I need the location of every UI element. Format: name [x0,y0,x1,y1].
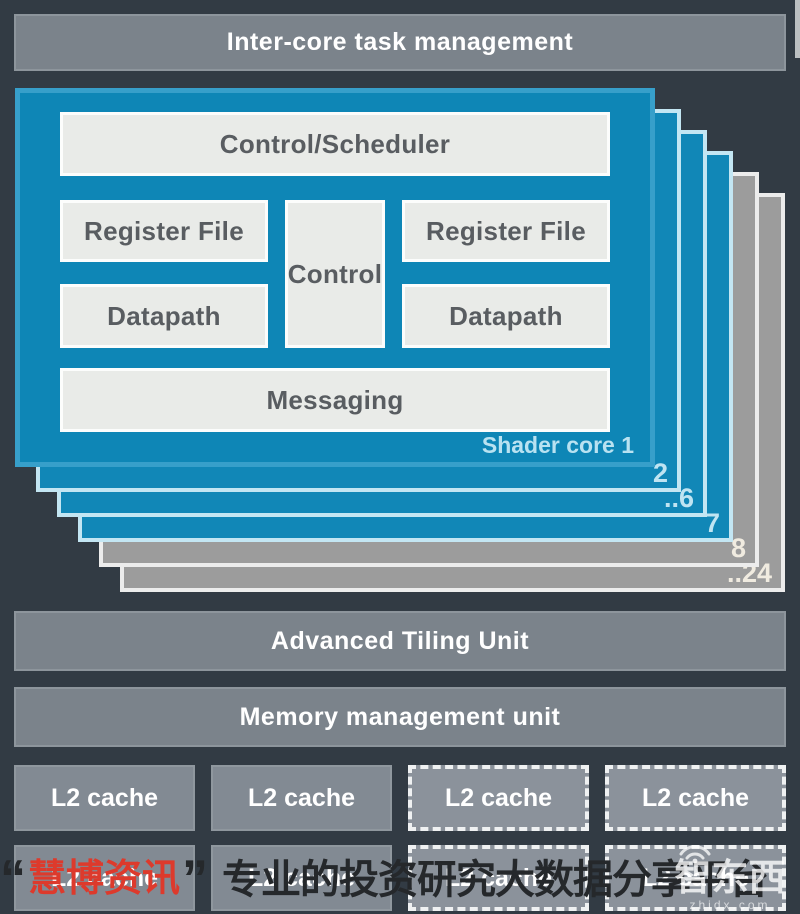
l2-cache-grid-row1: L2 cache L2 cache L2 cache L2 cache [14,765,786,831]
l2-cache-box: L2 cache [605,765,786,831]
datapath-left-block: Datapath [60,284,268,348]
l2-cache-box: L2 cache [408,765,589,831]
inter-core-task-management-bar: Inter-core task management [14,14,786,71]
l2-cache-box: L2 cache [408,845,589,911]
l2-cache-box: L2 cache [211,765,392,831]
shader-core-label: Shader core 1 [481,432,634,458]
bar-label: Advanced Tiling Unit [270,626,530,655]
advanced-tiling-unit-bar: Advanced Tiling Unit [14,611,786,671]
watermark-brand: 慧博资讯 [28,857,181,900]
core-number-label: 2 [652,458,668,488]
watermark-tagline: 专业的投资研究大数据分享平台 [222,857,769,902]
core-number-label: 8 [730,533,746,563]
l2-cache-box: L2 cache [211,845,392,911]
logo-domain: zhidx.com [689,898,771,912]
register-file-left-block: Register File [60,200,268,262]
control-scheduler-block: Control/Scheduler [60,112,610,176]
wifi-icon [676,841,714,868]
messaging-block: Messaging [60,368,610,432]
l2-cache-box: L2 cache [14,765,195,831]
edge-artifact [795,0,800,58]
shader-core-card-1: Control/Scheduler Register File Control … [15,88,655,467]
bar-label: Inter-core task management [226,28,574,56]
memory-management-unit-bar: Memory management unit [14,687,786,747]
core-number-label: 7 [704,508,720,538]
l2-cache-grid-row2: L2 cache L2 cache L2 cache L2 cache [14,845,786,911]
bar-label: Memory management unit [239,702,561,731]
datapath-right-block: Datapath [402,284,610,348]
control-block: Control [285,200,385,348]
watermark-close-quote: ” [182,850,209,908]
zhidx-logo: 智东西 zhidx.com [664,843,796,912]
l2-cache-box: L2 cache [14,845,195,911]
register-file-right-block: Register File [402,200,610,262]
watermark: “ 慧博资讯 ” 专业的投资研究大数据分享平台 [0,850,800,908]
logo-wordmark: 智东西 [674,857,786,898]
watermark-open-quote: “ [0,850,26,908]
l2-cache-box: L2 cache [605,845,786,911]
